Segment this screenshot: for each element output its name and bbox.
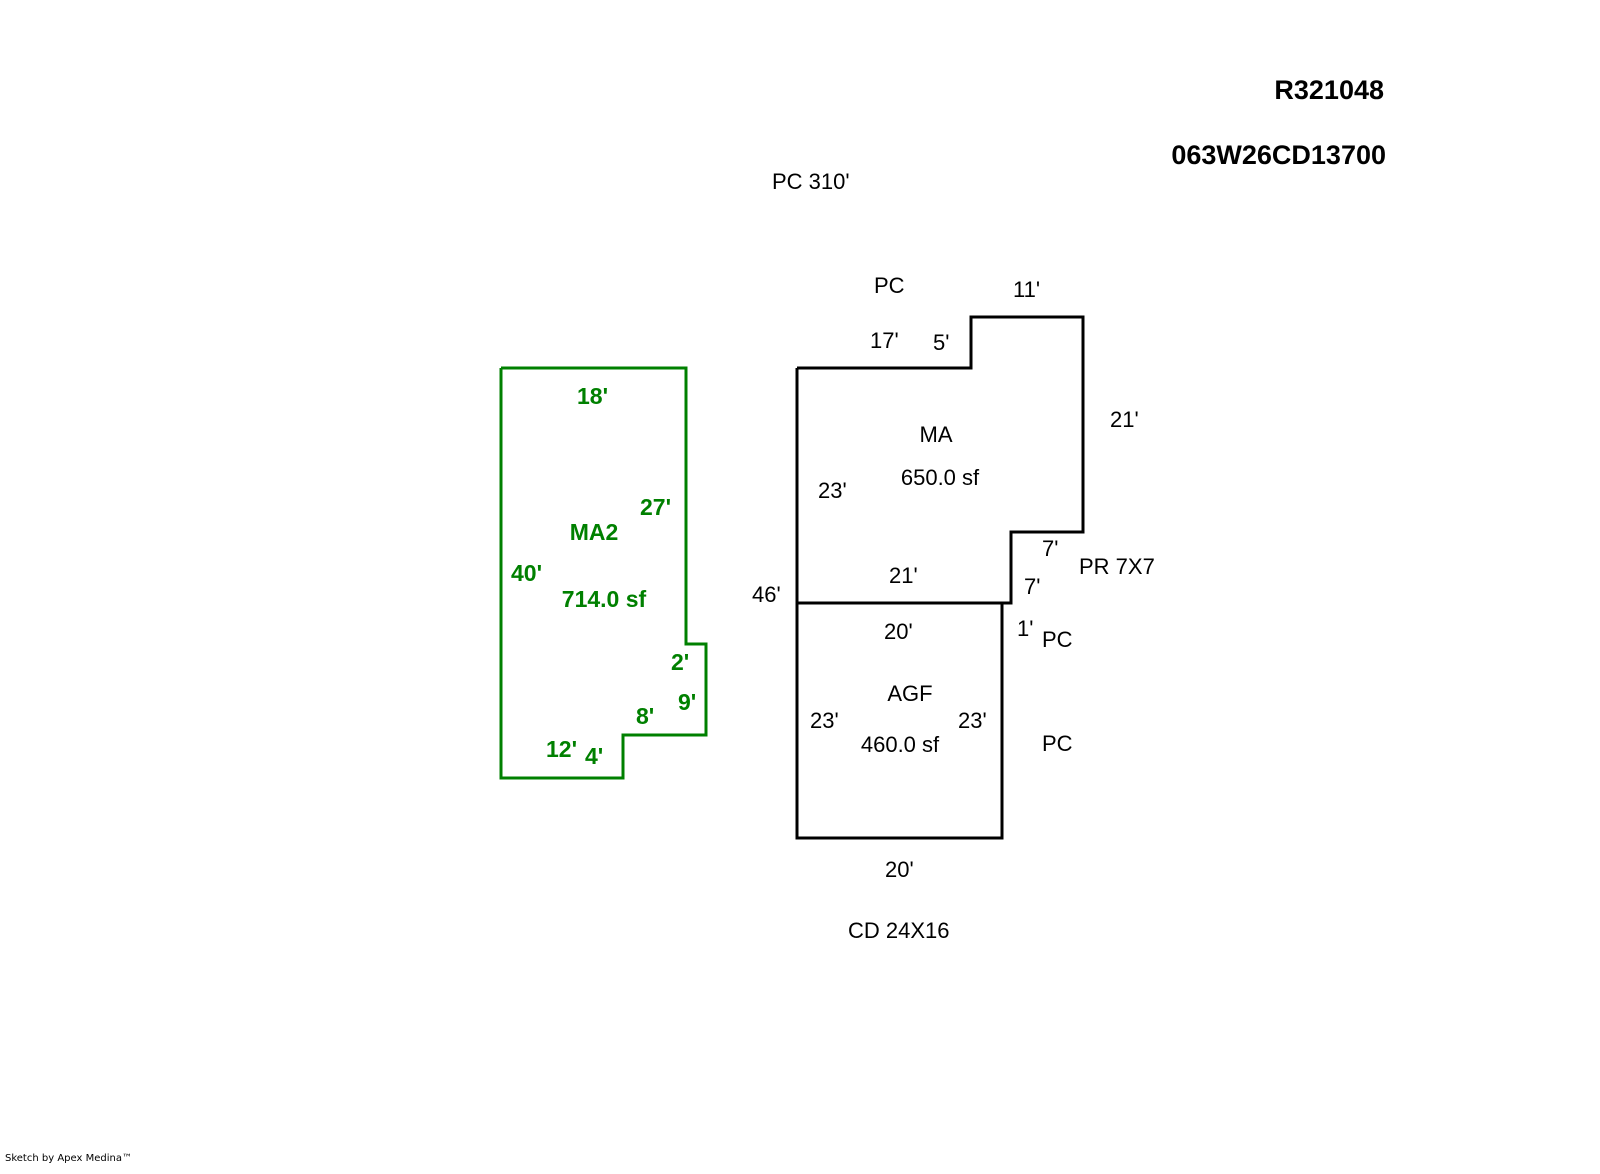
ma2-dim-notch-in: 8' (636, 703, 654, 729)
ma-dim-step-in-2: 7' (1024, 574, 1040, 599)
agf-dim-top: 20' (884, 619, 913, 644)
ma2-code: MA2 (570, 519, 619, 545)
pc-main-label: PC (874, 273, 905, 298)
ma2-dim-notch-down: 9' (678, 689, 696, 715)
agf-dim-left: 23' (810, 708, 839, 733)
ma-dim-right: 21' (1110, 407, 1139, 432)
ma2-dim-right-upper: 27' (640, 494, 671, 520)
agf-area: 460.0 sf (861, 732, 940, 757)
ma-dim-overall-left: 46' (752, 582, 781, 607)
ma-dim-step-in-1: 7' (1042, 536, 1058, 561)
ma-code: MA (920, 422, 953, 447)
ma2-dim-bottom: 12' (546, 736, 577, 762)
ma-outline (795, 315, 1085, 605)
ma2-dim-bottom-step: 4' (585, 743, 603, 769)
ma-area: 650.0 sf (901, 465, 980, 490)
pc-top-label: PC 310' (772, 169, 850, 194)
ma2-dim-top: 18' (577, 383, 608, 409)
ma2-dim-left: 40' (511, 560, 542, 586)
pc-right-label-1: PC (1042, 627, 1073, 652)
pc-right-label-2: PC (1042, 731, 1073, 756)
ma-dim-top-left: 17' (870, 328, 899, 353)
account-id: R321048 (1274, 75, 1384, 105)
agf-dim-offset: 1' (1017, 616, 1033, 641)
agf-dim-bottom: 20' (885, 857, 914, 882)
ma2-dim-notch-out: 2' (671, 649, 689, 675)
ma-dim-step-up: 5' (933, 330, 949, 355)
pr-label: PR 7X7 (1079, 554, 1155, 579)
ma-dim-left: 23' (818, 478, 847, 503)
cd-label: CD 24X16 (848, 918, 950, 943)
sketch-credit: Sketch by Apex Medina™ (5, 1153, 132, 1164)
map-tax-lot: 063W26CD13700 (1171, 140, 1386, 170)
ma2-area: 714.0 sf (562, 586, 647, 612)
ma2-outline (499, 366, 708, 780)
ma-dim-top-right: 11' (1013, 277, 1040, 302)
agf-dim-right: 23' (958, 708, 987, 733)
ma-dim-bottom: 21' (889, 563, 918, 588)
agf-code: AGF (887, 681, 932, 706)
agf-outline (795, 601, 1004, 840)
